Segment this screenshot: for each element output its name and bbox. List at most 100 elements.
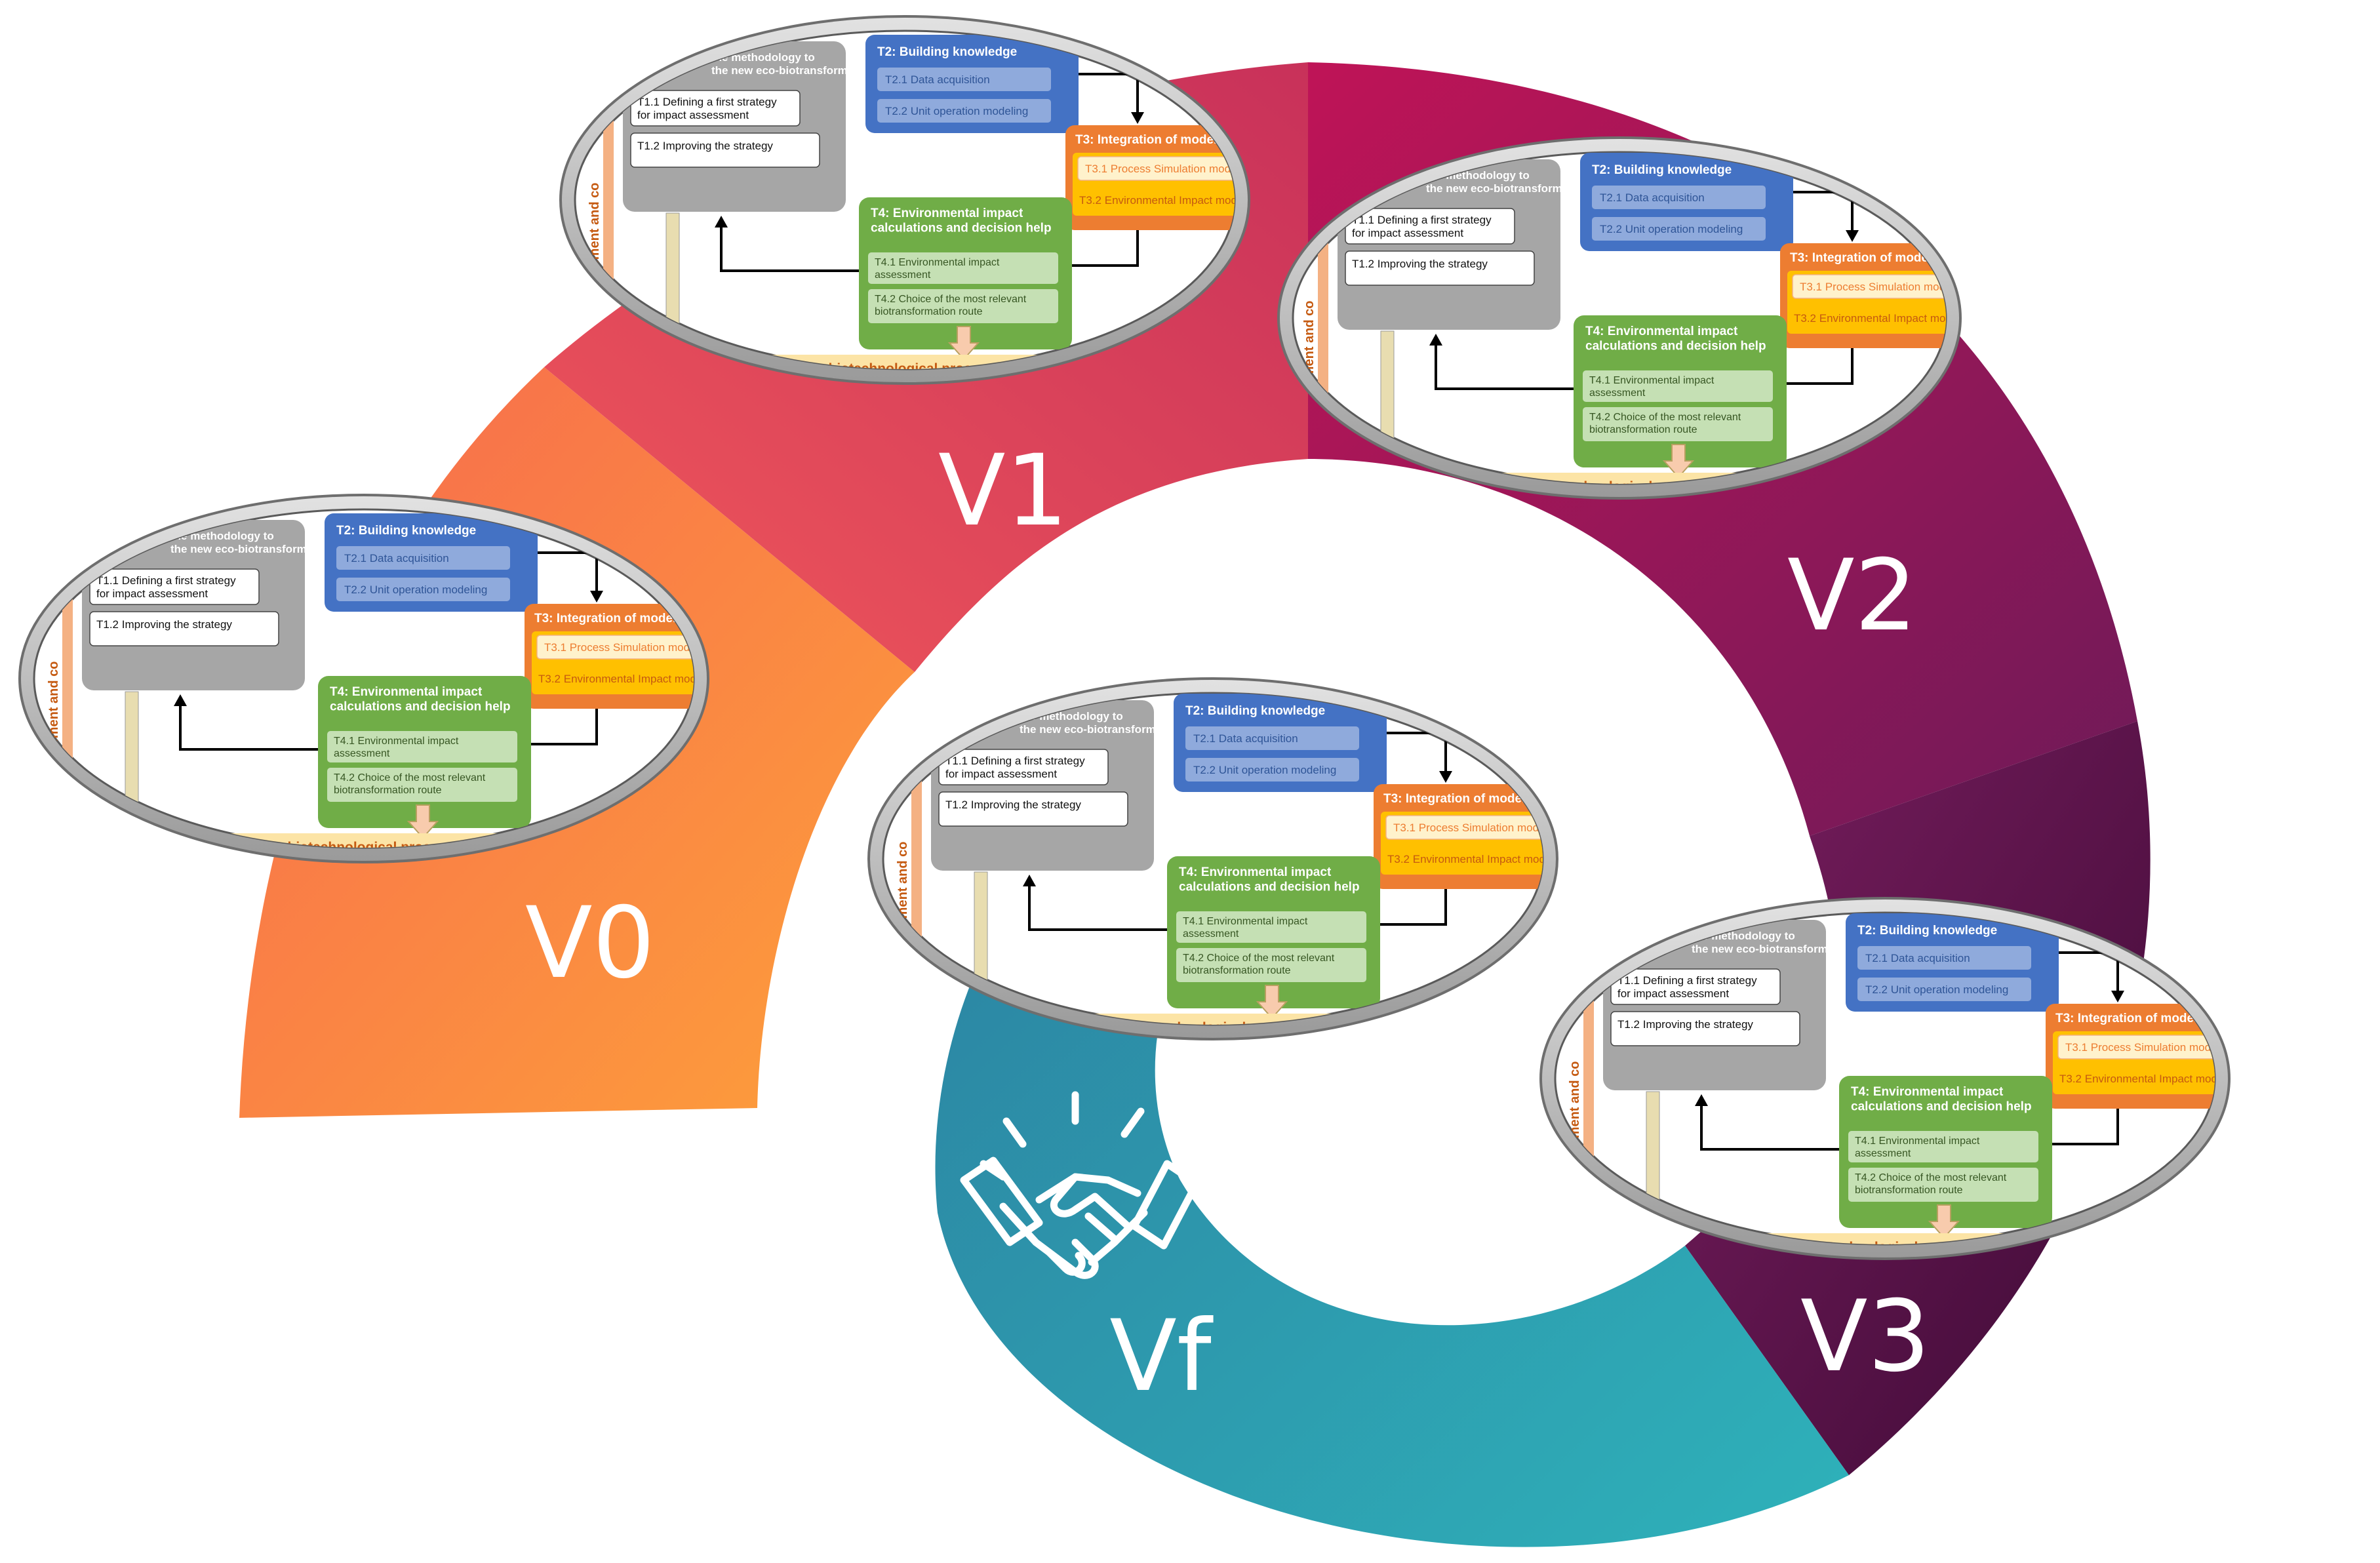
t3-1-box <box>1385 815 1543 840</box>
arrow-t3-t4 <box>531 709 598 745</box>
version-label-v2: V2 <box>1787 539 1917 653</box>
t3-title: T3: Integration of models <box>2055 1012 2204 1025</box>
t4-2-box <box>868 289 1058 323</box>
bottom-banner-label: f an emerging biotechnological process a… <box>1449 479 1725 494</box>
t3-2-label: T3.2 Environmental Impact model <box>1794 312 1960 325</box>
side-label: ement and co <box>587 183 602 267</box>
t4-2-box <box>327 768 517 802</box>
arrow-t4-banner <box>1928 1204 1960 1239</box>
t2-2-label: T2.2 Unit operation modeling <box>1865 983 2008 996</box>
t2-title: T2: Building knowledge <box>1185 704 1325 718</box>
bottom-banner-label: f an emerging biotechnological process a… <box>1042 1020 1319 1035</box>
t3-1-label: T3.1 Process Simulation models <box>1393 821 1553 834</box>
t3-2-label: T3.2 Environmental Impact model <box>1387 853 1554 865</box>
t1-2-label: T1.2 Improving the strategy <box>96 618 232 631</box>
t3-title: T3: Integration of models <box>1790 251 1939 265</box>
t1-1-box <box>89 568 260 605</box>
arrow-t3-t4 <box>1380 889 1447 926</box>
t2-1-label: T2.1 Data acquisition <box>344 552 449 564</box>
t3-1-box <box>536 635 694 660</box>
t4-1-box <box>1176 911 1366 943</box>
side-label: ement and co <box>1568 1061 1582 1146</box>
version-label-v3: V3 <box>1800 1280 1930 1394</box>
t3-title: T3: Integration of models <box>1383 792 1532 806</box>
version-label-v0: V0 <box>525 886 655 1000</box>
arrow-t4-banner <box>1662 444 1695 479</box>
t1-box <box>931 700 1154 871</box>
arrow-t4-t1 <box>720 225 859 272</box>
t2-title: T2: Building knowledge <box>1592 163 1732 177</box>
t1-box <box>82 520 305 690</box>
t1-1-box <box>1610 968 1781 1005</box>
t4-1-box <box>1848 1131 2038 1162</box>
t2-title: T2: Building knowledge <box>336 524 476 538</box>
arrow-t4-banner <box>1256 985 1288 1019</box>
t2-2-box <box>1857 978 2031 1001</box>
t1-2-label: T1.2 Improving the strategy <box>637 140 773 152</box>
t2-2-label: T2.2 Unit operation modeling <box>344 584 487 596</box>
bottom-banner-label: f an emerging biotechnological process a… <box>1715 1240 1991 1255</box>
handshake-icon <box>960 1091 1200 1279</box>
arrow-t3-t4 <box>2052 1109 2119 1145</box>
t1-2-box <box>938 791 1128 827</box>
arrow-t4-banner <box>407 804 439 839</box>
version-label-vf: Vf <box>1109 1299 1214 1414</box>
t4-1-box <box>1583 370 1773 402</box>
t3-1-box <box>1792 274 1946 299</box>
t2-2-label: T2.2 Unit operation modeling <box>1193 764 1336 776</box>
side-label: ement and co <box>47 662 61 746</box>
t2-2-label: T2.2 Unit operation modeling <box>1600 223 1743 235</box>
t1-2-box <box>1610 1011 1800 1046</box>
t4-2-box <box>1583 407 1773 441</box>
t2-2-box <box>1592 217 1766 241</box>
t4-1-box <box>327 731 517 762</box>
t3-2-label: T3.2 Environmental Impact model <box>2059 1073 2226 1085</box>
t3-1-box <box>1077 156 1235 181</box>
arrow-t4-t1 <box>179 703 318 751</box>
t3-1-label: T3.1 Process Simulation models <box>2065 1041 2225 1054</box>
t3-2-label: T3.2 Environmental Impact model <box>1079 194 1246 207</box>
t2-1-label: T2.1 Data acquisition <box>885 73 990 86</box>
t1-2-label: T1.2 Improving the strategy <box>945 799 1081 811</box>
t2-1-box <box>1185 726 1359 750</box>
arrow-t3-t4 <box>1787 348 1854 385</box>
arrow-t4-banner <box>947 326 980 361</box>
t2-1-box <box>336 546 510 570</box>
t4-2-box <box>1848 1168 2038 1202</box>
t1-2-label: T1.2 Improving the strategy <box>1617 1018 1753 1031</box>
t1-2-box <box>1345 250 1535 286</box>
arrow-t4-t1 <box>1028 884 1167 931</box>
t3-1-label: T3.1 Process Simulation models <box>1800 281 1960 293</box>
t2-1-label: T2.1 Data acquisition <box>1865 952 1970 964</box>
t2-2-box <box>877 99 1051 123</box>
t2-2-label: T2.2 Unit operation modeling <box>885 105 1028 117</box>
t1-2-box <box>630 132 820 168</box>
t3-1-label: T3.1 Process Simulation models <box>544 641 704 654</box>
t1-box <box>1338 159 1560 330</box>
t2-1-box <box>1592 186 1766 209</box>
t4-2-box <box>1176 948 1366 982</box>
t1-2-box <box>89 611 279 646</box>
t2-2-box <box>336 578 510 601</box>
